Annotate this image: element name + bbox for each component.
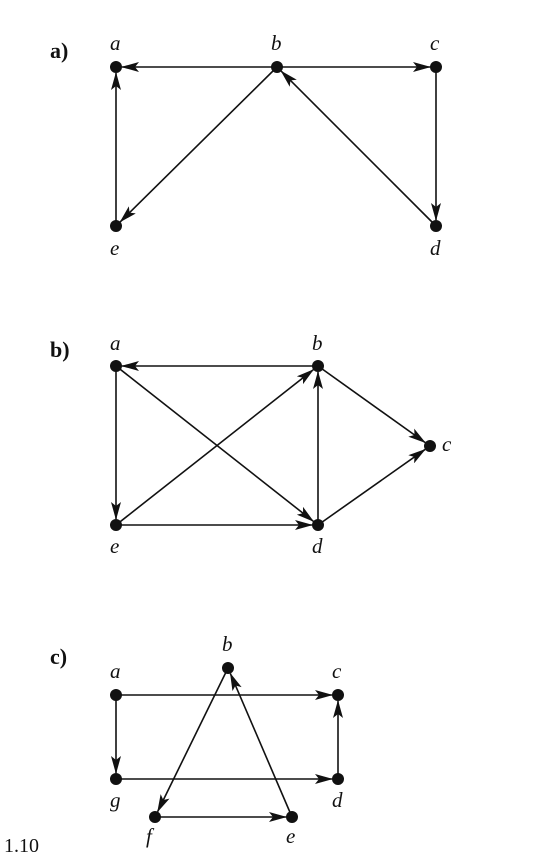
graph-c-node-label-b: b	[222, 632, 233, 656]
graph-c-node-g	[110, 773, 122, 785]
graph-a-node-c	[430, 61, 442, 73]
graph-a-node-d	[430, 220, 442, 232]
graph-a-node-a	[110, 61, 122, 73]
graph-c-node-label-e: e	[286, 824, 295, 848]
graph-b-node-b	[312, 360, 324, 372]
graph-c-node-label-c: c	[332, 659, 342, 683]
graph-b-part-label: b)	[50, 337, 70, 362]
graph-b-node-c	[424, 440, 436, 452]
graph-c-node-a	[110, 689, 122, 701]
graph-c-part-label: c)	[50, 644, 67, 669]
graph-b-edge-b-c	[317, 365, 426, 444]
graph-c-node-b	[222, 662, 234, 674]
graph-b-node-label-a: a	[110, 331, 121, 355]
graph-b-node-label-e: e	[110, 534, 119, 558]
figure-caption: 1.10	[4, 835, 39, 856]
graph-a-node-label-a: a	[110, 31, 121, 55]
graph-c-edge-e-b	[229, 672, 293, 818]
graph-c-node-d	[332, 773, 344, 785]
graph-a-node-label-b: b	[271, 31, 282, 55]
graph-b-node-e	[110, 519, 122, 531]
graph-c-node-e	[286, 811, 298, 823]
graph-c-node-c	[332, 689, 344, 701]
graph-c-node-f	[149, 811, 161, 823]
graph-c-node-label-d: d	[332, 788, 343, 812]
graph-b-node-a	[110, 360, 122, 372]
graph-c-node-label-f: f	[146, 824, 155, 848]
graph-b-edge-a-d	[115, 365, 315, 522]
graph-a-node-label-d: d	[430, 236, 441, 260]
graph-b: a b c d e	[110, 331, 452, 558]
graph-a-node-e	[110, 220, 122, 232]
graph-b-edge-d-c	[317, 448, 426, 526]
graph-a-edge-d-b	[280, 70, 437, 227]
graph-c-node-label-a: a	[110, 659, 121, 683]
graph-a-node-b	[271, 61, 283, 73]
graph-a-edge-b-e	[119, 66, 278, 223]
graph-b-edge-e-b	[115, 369, 315, 526]
graph-a-part-label: a)	[50, 38, 68, 63]
graph-b-node-label-d: d	[312, 534, 323, 558]
graph-a-node-label-e: e	[110, 236, 119, 260]
graph-c-node-label-g: g	[110, 788, 121, 812]
graph-c-edge-b-f	[156, 667, 229, 813]
graph-c: a b c d e f g	[110, 632, 344, 848]
graph-b-node-label-c: c	[442, 432, 452, 456]
graph-a: a b c d e	[110, 31, 442, 260]
graph-b-node-d	[312, 519, 324, 531]
graph-a-node-label-c: c	[430, 31, 440, 55]
graph-b-node-label-b: b	[312, 331, 323, 355]
